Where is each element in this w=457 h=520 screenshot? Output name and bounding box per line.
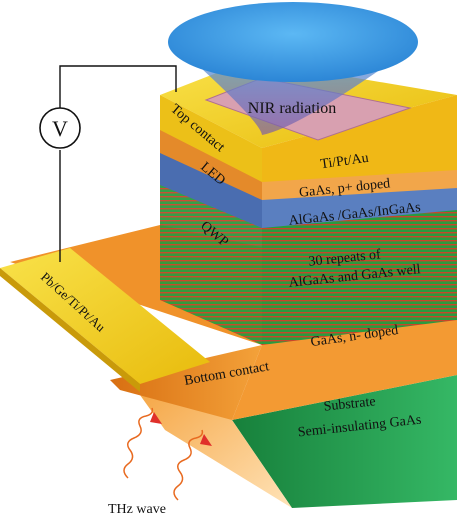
p-layer-left-face bbox=[160, 128, 262, 200]
nir-radiation-label: NIR radiation bbox=[248, 100, 336, 117]
circuit-wire bbox=[59, 65, 177, 108]
nir-cone-ellipse bbox=[168, 2, 418, 82]
substrate-label-line1: Substrate bbox=[323, 394, 376, 414]
voltmeter-label: V bbox=[52, 116, 68, 141]
thz-arrow-2 bbox=[200, 434, 212, 446]
top-contact-front-face bbox=[262, 95, 457, 182]
qwp-front-face bbox=[262, 208, 457, 345]
thz-arrow-1 bbox=[150, 412, 162, 424]
led-left-face bbox=[160, 150, 262, 228]
top-contact-left-face bbox=[160, 95, 262, 182]
thz-wave-2 bbox=[173, 429, 204, 501]
bottom-contact-pad-edge bbox=[0, 268, 140, 392]
bottom-contact-pad-top bbox=[0, 248, 210, 384]
voltmeter-icon bbox=[39, 107, 81, 149]
thz-wave-label: THz wave bbox=[108, 502, 166, 517]
qwp-left-face bbox=[160, 180, 262, 345]
top-contact-metal-label: Ti/Pt/Au bbox=[319, 151, 369, 173]
substrate-front-face bbox=[232, 375, 457, 508]
bottom-layer-left-face bbox=[110, 345, 262, 420]
thz-wave-1 bbox=[123, 407, 154, 479]
